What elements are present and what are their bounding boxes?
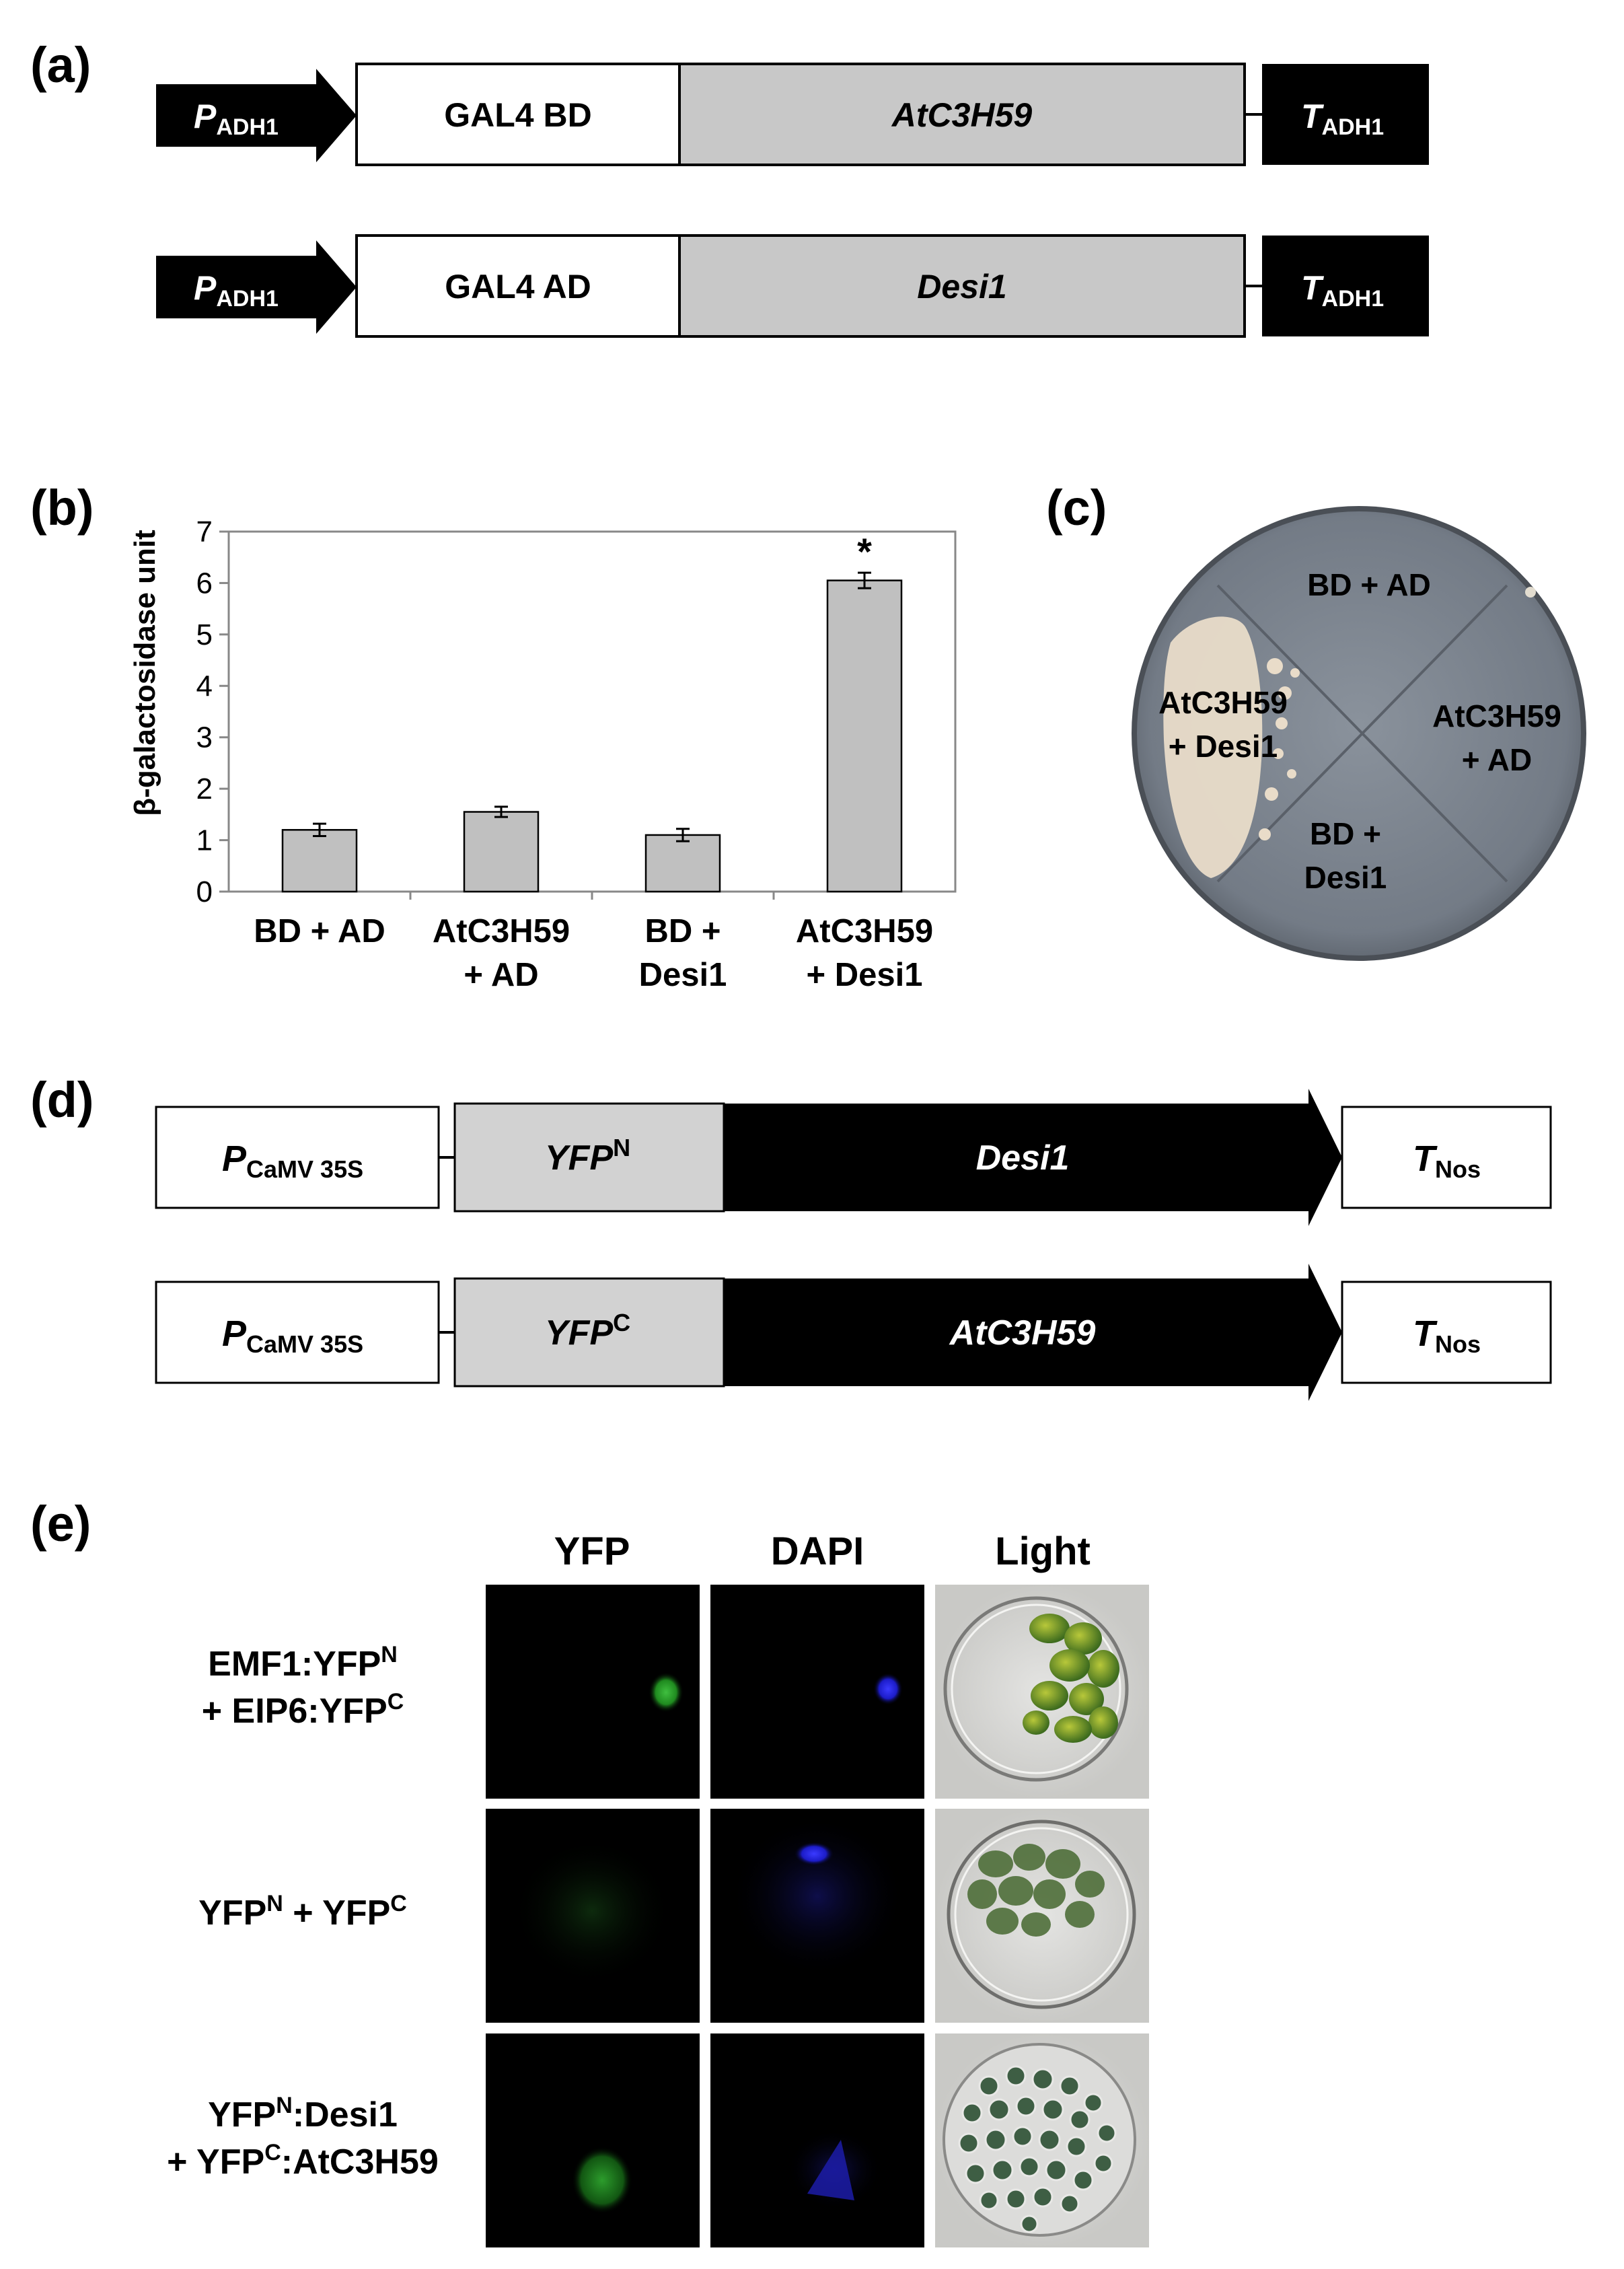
gal4-ad-label: GAL4 AD [445,268,591,305]
y-tick-label: 1 [196,824,213,857]
promoter-label-d1: PCaMV 35S [222,1139,363,1183]
sector-bottom-label-2: Desi1 [1304,860,1387,895]
terminator-box-d1 [1341,1106,1552,1209]
panel-e: (e) YFP DAPI Light [30,1496,1149,2247]
yfpc-label: YFPC [545,1309,630,1353]
y-tick-label: 6 [196,567,213,600]
y-tick-label: 5 [196,618,213,651]
bar-2 [463,811,540,893]
terminator-box-row1 [1262,64,1429,165]
row-label-3-line-2: + YFPC:AtC3H59 [167,2140,439,2182]
x-category-label: + AD [464,957,538,993]
row-label-3-line-1: YFPN:Desi1 [208,2093,398,2134]
panel-b: (b) β-galactosidase unit 0 1 2 3 4 5 6 7 BD + AD… [30,480,957,993]
x-category-label: AtC3H59 [796,913,933,949]
panel-c: (c) BD + AD AtC3H59 + Desi1 AtC3 [1046,480,1586,961]
desi1-d-label: Desi1 [976,1139,1070,1178]
desi1-box [678,234,1246,338]
panel-a-constructs [156,63,1429,338]
y-tick-label: 3 [196,721,213,754]
sector-top-label: BD + AD [1307,567,1431,602]
terminator-box-row2 [1262,236,1429,336]
terminator-label-row2: TADH1 [1301,269,1384,312]
panel-a-label: (a) [30,37,91,93]
y-tick-label: 0 [196,875,213,908]
promoter-label-row1: PADH1 [194,98,279,140]
yfp-image-3 [486,2033,700,2247]
row-label-2: YFPN + YFPC [198,1891,407,1933]
promoter-box-d1 [155,1106,440,1209]
bar-1 [281,829,358,893]
panel-e-label: (e) [30,1496,91,1552]
desi1-arrow [724,1089,1342,1226]
error-bar-3 [676,828,690,842]
panel-d: (d) PCaMV 35S YFPN Desi1 TNos PCaMV 35S … [30,1072,1552,1401]
terminator-box-d2 [1341,1281,1552,1384]
sector-left-label-2: + Desi1 [1169,729,1278,764]
micrograph-row-3 [486,2033,1149,2247]
row-label-2-line-1: YFPN + YFPC [198,1891,407,1933]
column-header-light: Light [995,1529,1091,1573]
y-axis-label: β-galactosidase unit [128,530,161,816]
row-label-3: YFPN:Desi1 + YFPC:AtC3H59 [167,2093,439,2182]
micrograph-row-1 [486,1585,1149,1799]
atc3h59-arrow [724,1264,1342,1401]
sector-right-label-2: + AD [1462,742,1532,777]
error-bar-1 [313,822,326,837]
terminator-label-d2: TNos [1413,1313,1481,1358]
yeast-colonies [1163,587,1536,878]
x-category-label: Desi1 [639,957,727,993]
agar-plate: BD + AD AtC3H59 + Desi1 AtC3H59 + AD BD … [1132,506,1586,961]
column-header-dapi: DAPI [771,1529,864,1573]
bar-chart: 0 1 2 3 4 5 6 7 BD + AD AtC3H59 + AD BD + Desi1 AtC3H… [196,515,957,993]
panel-a: (a) [30,37,91,93]
promoter-arrow-row2 [156,240,357,334]
x-category-label: AtC3H59 [433,913,570,949]
yfpn-box [453,1102,725,1213]
micrograph-row-2 [486,1809,1149,2023]
y-tick-label: 2 [196,772,213,805]
atc3h59-d-label: AtC3H59 [949,1313,1096,1353]
bar-4 [826,579,903,893]
promoter-arrow-row1 [156,69,357,163]
sector-right-label-1: AtC3H59 [1432,698,1561,733]
x-category-label: + Desi1 [807,957,923,993]
atc3h59-label: AtC3H59 [891,96,1033,134]
desi1-label: Desi1 [917,268,1006,305]
significance-asterisk: * [857,530,872,573]
panel-c-label: (c) [1046,480,1107,536]
column-header-yfp: YFP [554,1529,630,1573]
terminator-label-d1: TNos [1413,1139,1481,1183]
sector-bottom-label-1: BD + [1310,816,1381,851]
row-label-1-line-2: + EIP6:YFPC [202,1689,404,1731]
panel-b-label: (b) [30,480,94,536]
error-bar-4 [858,571,871,589]
bar-3 [644,834,721,893]
terminator-label-row1: TADH1 [1301,98,1384,140]
sector-left-label-1: AtC3H59 [1158,685,1288,720]
x-category-label: BD + AD [254,913,385,949]
y-tick-label: 7 [196,515,213,548]
promoter-box-d2 [155,1281,440,1384]
panel-d-label: (d) [30,1072,94,1128]
x-category-label: BD + [644,913,721,949]
error-bar-2 [494,805,508,818]
yfpn-label: YFPN [545,1134,630,1178]
atc3h59-box [678,63,1246,166]
promoter-label-row2: PADH1 [194,269,279,312]
promoter-label-d2: PCaMV 35S [222,1313,363,1358]
row-label-1-line-1: EMF1:YFPN [208,1642,398,1684]
gal4-bd-label: GAL4 BD [444,96,591,134]
y-tick-label: 4 [196,670,213,703]
gal4-ad-box [355,234,681,338]
row-label-1: EMF1:YFPN + EIP6:YFPC [202,1642,404,1731]
